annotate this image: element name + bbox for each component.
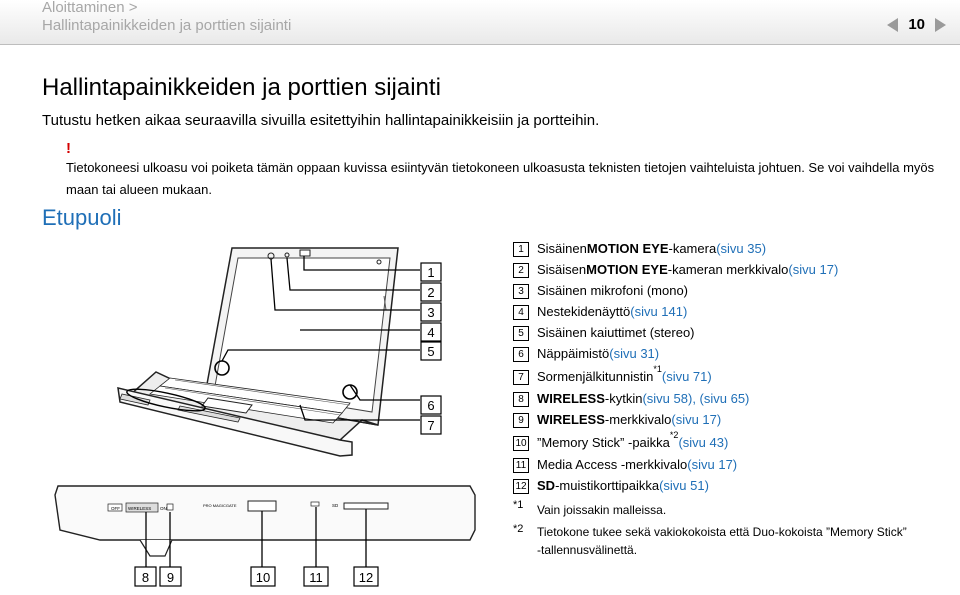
right-callouts: 1 2 3 4 5 6 7 (420, 262, 442, 435)
page-link[interactable]: (sivu 35) (716, 241, 767, 256)
callout-2: 2 (420, 282, 442, 302)
warning-icon: ! (66, 140, 71, 157)
svg-text:4: 4 (427, 325, 434, 340)
page-navigation: 10 (887, 16, 946, 33)
footnote: *2 Tietokone tukee sekä vakiokokoista et… (513, 523, 913, 559)
on-label: ON (160, 506, 167, 511)
callout-1: 1 (420, 262, 442, 282)
callout-4: 4 (420, 322, 442, 342)
legend-number: 12 (513, 479, 529, 494)
legend-number: 11 (513, 458, 529, 473)
footnote-mark: *2 (513, 523, 524, 535)
callout-12: 12 (353, 566, 379, 587)
footnote-text: Vain joissakin malleissa. (537, 503, 667, 517)
callout-10: 10 (250, 566, 276, 587)
svg-text:9: 9 (167, 570, 174, 585)
footnote-ref: *1 (653, 364, 662, 374)
page-link[interactable]: (sivu 51) (659, 478, 709, 493)
legend-number: 7 (513, 370, 529, 385)
svg-text:12: 12 (359, 570, 373, 585)
intro-text: Tutustu hetken aikaa seuraavilla sivuill… (42, 112, 600, 129)
page-link[interactable]: (sivu 71) (661, 369, 712, 384)
next-page-icon[interactable] (935, 17, 946, 32)
svg-text:8: 8 (142, 570, 149, 585)
page-link[interactable]: (sivu 17) (671, 412, 722, 427)
breadcrumb-parent[interactable]: Aloittaminen > (42, 0, 138, 16)
callout-11: 11 (303, 566, 329, 587)
svg-text:6: 6 (427, 398, 434, 413)
legend-number: 4 (513, 305, 529, 320)
page-link[interactable]: (sivu 17) (687, 457, 738, 472)
off-label: OFF (111, 506, 120, 511)
svg-text:10: 10 (256, 570, 270, 585)
legend-number: 5 (513, 326, 529, 341)
legend-number: 9 (513, 413, 529, 428)
svg-text:2: 2 (427, 285, 434, 300)
page-link[interactable]: (sivu 141) (630, 304, 688, 319)
page-link[interactable]: (sivu 31) (609, 346, 660, 361)
callout-3: 3 (420, 302, 442, 322)
page-link[interactable]: (sivu 17) (788, 262, 839, 277)
section-title: Etupuoli (42, 205, 122, 230)
legend-number: 6 (513, 347, 529, 362)
callout-7: 7 (420, 415, 442, 435)
breadcrumb-current: Hallintapainikkeiden ja porttien sijaint… (42, 17, 292, 34)
legend-number: 1 (513, 242, 529, 257)
legend-number: 8 (513, 392, 529, 407)
footnote-mark: *1 (513, 499, 524, 511)
page-number: 10 (908, 16, 925, 33)
footnote-text: Tietokone tukee sekä vakiokokoista että … (537, 525, 907, 557)
svg-text:5: 5 (427, 344, 434, 359)
legend-number: 2 (513, 263, 529, 278)
svg-text:1: 1 (427, 265, 434, 280)
legend-number: 3 (513, 284, 529, 299)
callout-9: 9 (159, 566, 182, 587)
callout-5: 5 (420, 341, 442, 361)
bottom-callouts: 8 9 10 11 12 (134, 566, 379, 587)
legend-item: 10”Memory Stick” -paikka*2 (sivu 43) (513, 430, 729, 451)
legend-number: 10 (513, 436, 529, 451)
wireless-label: WIRELESS (128, 506, 151, 511)
footnote: *1 Vain joissakin malleissa. (513, 499, 666, 519)
svg-text:11: 11 (309, 570, 323, 585)
svg-text:7: 7 (427, 418, 434, 433)
pro-magicgate-label: PRO MAGICGATE (203, 503, 237, 508)
callout-8: 8 (134, 566, 157, 587)
page-header: Aloittaminen > Hallintapainikkeiden ja p… (0, 0, 960, 45)
previous-page-icon[interactable] (887, 17, 899, 32)
sd-label: SD (332, 503, 339, 508)
svg-text:3: 3 (427, 305, 434, 320)
footnote-ref: *2 (669, 430, 679, 440)
page-link[interactable]: (sivu 43) (678, 435, 729, 450)
page-link[interactable]: (sivu 58), (sivu 65) (642, 391, 750, 406)
laptop-illustration: 1 2 3 4 5 6 7 OFF WIRELESS ON PRO MAGICG… (54, 247, 476, 587)
page-title: Hallintapainikkeiden ja porttien sijaint… (42, 74, 441, 101)
callout-6: 6 (420, 395, 442, 415)
warning-text: Tietokoneesi ulkoasu voi poiketa tämän o… (66, 160, 935, 197)
